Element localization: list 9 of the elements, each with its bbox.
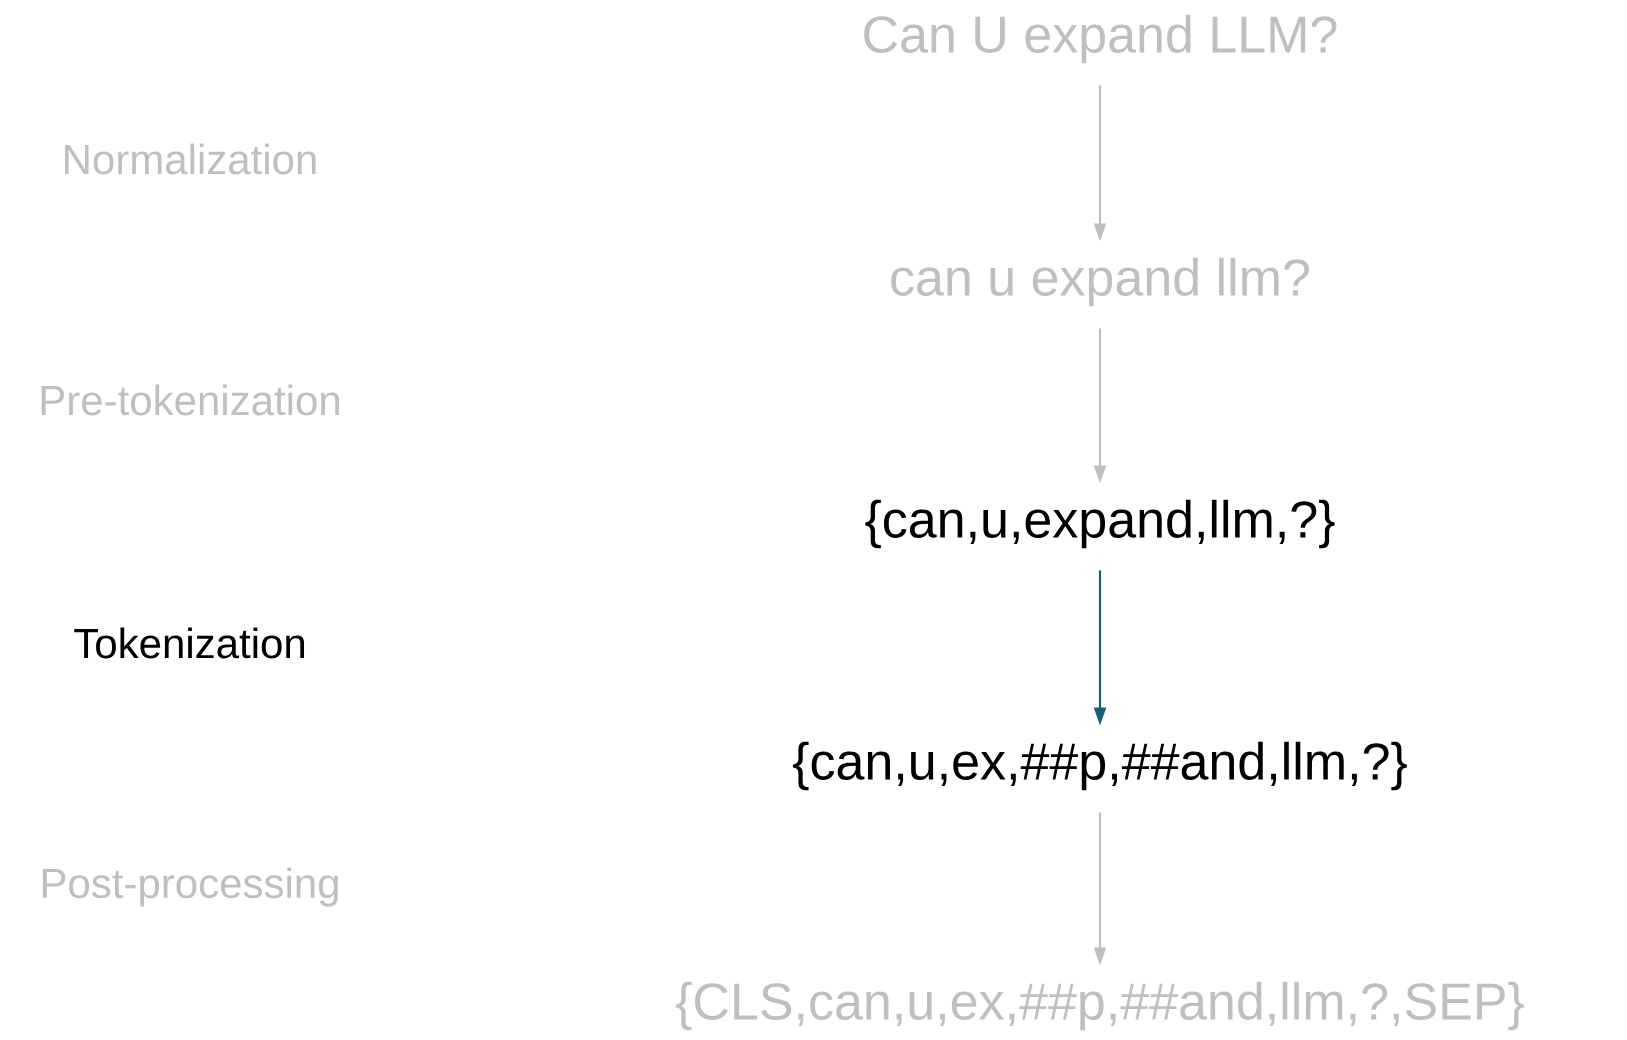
stage-label: Normalization bbox=[65, 143, 316, 175]
step-text: {CLS,can,u,ex,##p,##and,llm,?,SEP} bbox=[675, 981, 1524, 1031]
stage-label: Post-processing bbox=[42, 867, 338, 907]
step-text: {can,u,expand,llm,?} bbox=[865, 499, 1335, 549]
stage-label: Pre-tokenization bbox=[41, 384, 339, 416]
stage-label: Tokenization bbox=[74, 627, 304, 659]
step-text: Can U expand LLM? bbox=[864, 14, 1337, 64]
step-text: can u expand llm? bbox=[891, 257, 1309, 307]
step-text: {can,u,ex,##p,##and,llm,?} bbox=[792, 741, 1407, 791]
